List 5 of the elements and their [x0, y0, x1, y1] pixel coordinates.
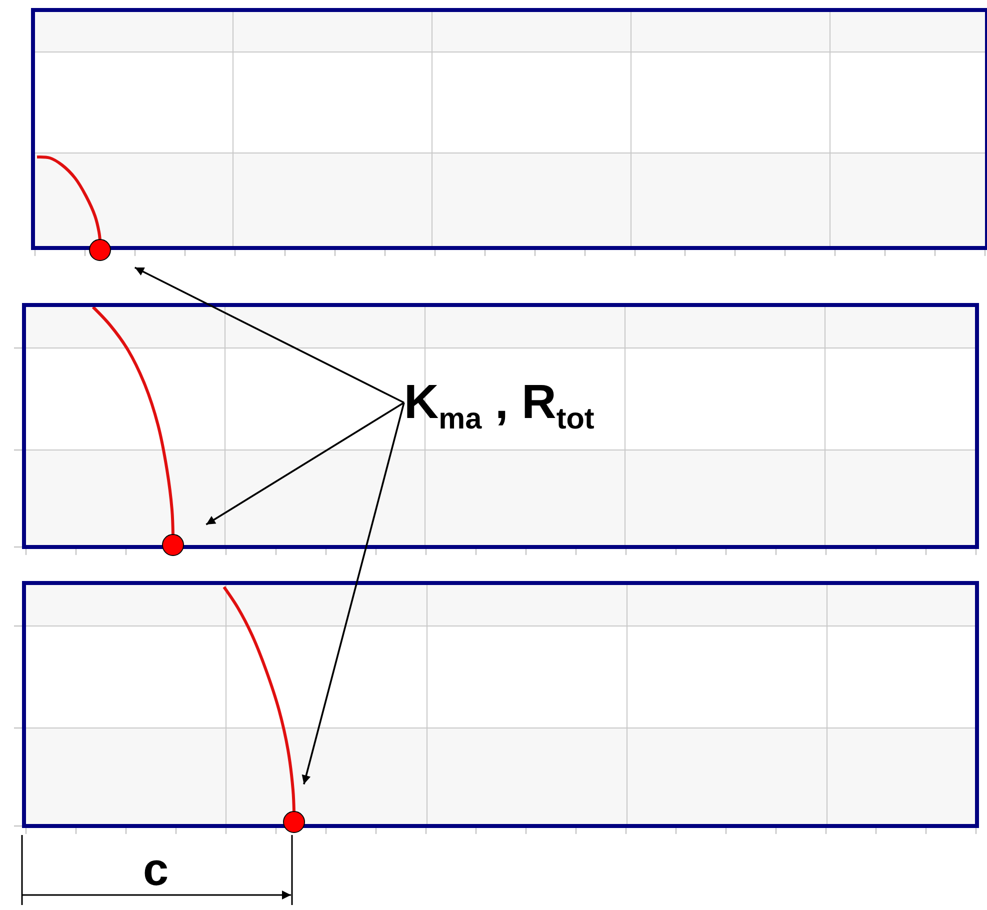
arrow [206, 402, 404, 526]
callout-label: K$_{ma}$ , R$_{tot}$ [404, 375, 594, 436]
arrow [134, 266, 404, 404]
arrow [302, 402, 405, 784]
dimension-label: c [143, 842, 169, 896]
